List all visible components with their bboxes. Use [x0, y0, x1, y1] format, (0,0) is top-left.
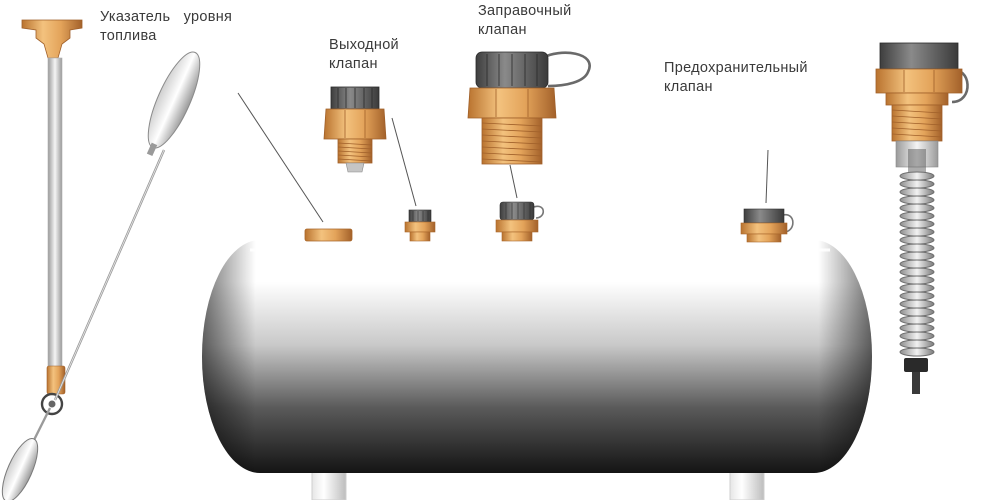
safety-valve-large: [875, 42, 969, 394]
spring-coil: [899, 331, 935, 341]
tank-body-shade: [202, 240, 872, 473]
spring-coil: [899, 179, 935, 189]
spring-coil: [899, 347, 935, 357]
spring-coil: [899, 235, 935, 245]
label-fuel-level-gauge: Указатель уровня топлива: [100, 8, 232, 46]
spring-coil: [899, 251, 935, 261]
spring-coil: [899, 219, 935, 229]
spring-coil: [899, 187, 935, 197]
label-outlet-valve-line2: клапан: [329, 56, 378, 72]
label-safety-valve-line2: клапан: [664, 79, 713, 95]
spring-coil: [899, 267, 935, 277]
spring-coil: [899, 259, 935, 269]
filler-valve-small: [495, 201, 545, 242]
safety-valve-small: [740, 208, 794, 243]
spring-coil: [899, 339, 935, 349]
spring-coil: [899, 315, 935, 325]
leader-lines: [237, 92, 769, 223]
filler-valve-large: [467, 51, 591, 165]
spring-coil: [899, 227, 935, 237]
spring-coil: [899, 243, 935, 253]
fuel-gauge-pad: [304, 228, 353, 242]
label-filler-valve-line1: Заправочный: [478, 3, 572, 19]
label-filler-valve: Заправочный клапан: [478, 2, 571, 40]
leader-safety-valve: [765, 149, 769, 204]
spring-coil: [899, 283, 935, 293]
spring-coil: [899, 307, 935, 317]
fuel-level-gauge: [1, 19, 201, 500]
label-filler-valve-line2: клапан: [478, 22, 527, 38]
spring-coil: [899, 275, 935, 285]
spring-coil: [899, 299, 935, 309]
label-fuel-level-gauge-line2: топлива: [100, 28, 157, 44]
label-fuel-level-gauge-line1: Указатель уровня: [100, 9, 233, 25]
spring-coil: [899, 211, 935, 221]
label-outlet-valve: Выходной клапан: [329, 36, 399, 74]
leader-filler-valve: [509, 164, 518, 199]
leader-fuel-gauge: [237, 92, 324, 223]
label-safety-valve-line1: Предохранительный: [664, 60, 808, 76]
tank: [202, 240, 872, 500]
spring-coil: [899, 203, 935, 213]
leader-outlet-valve: [391, 117, 417, 207]
outlet-valve-small: [404, 209, 436, 242]
spring-coil: [899, 195, 935, 205]
spring-coil: [899, 171, 935, 181]
spring-coil: [899, 323, 935, 333]
label-safety-valve: Предохранительный клапан: [664, 59, 808, 97]
spring-coil: [899, 291, 935, 301]
label-outlet-valve-line1: Выходной: [329, 37, 399, 53]
outlet-valve-large: [323, 86, 387, 173]
safety-valve-spring: [899, 171, 935, 357]
